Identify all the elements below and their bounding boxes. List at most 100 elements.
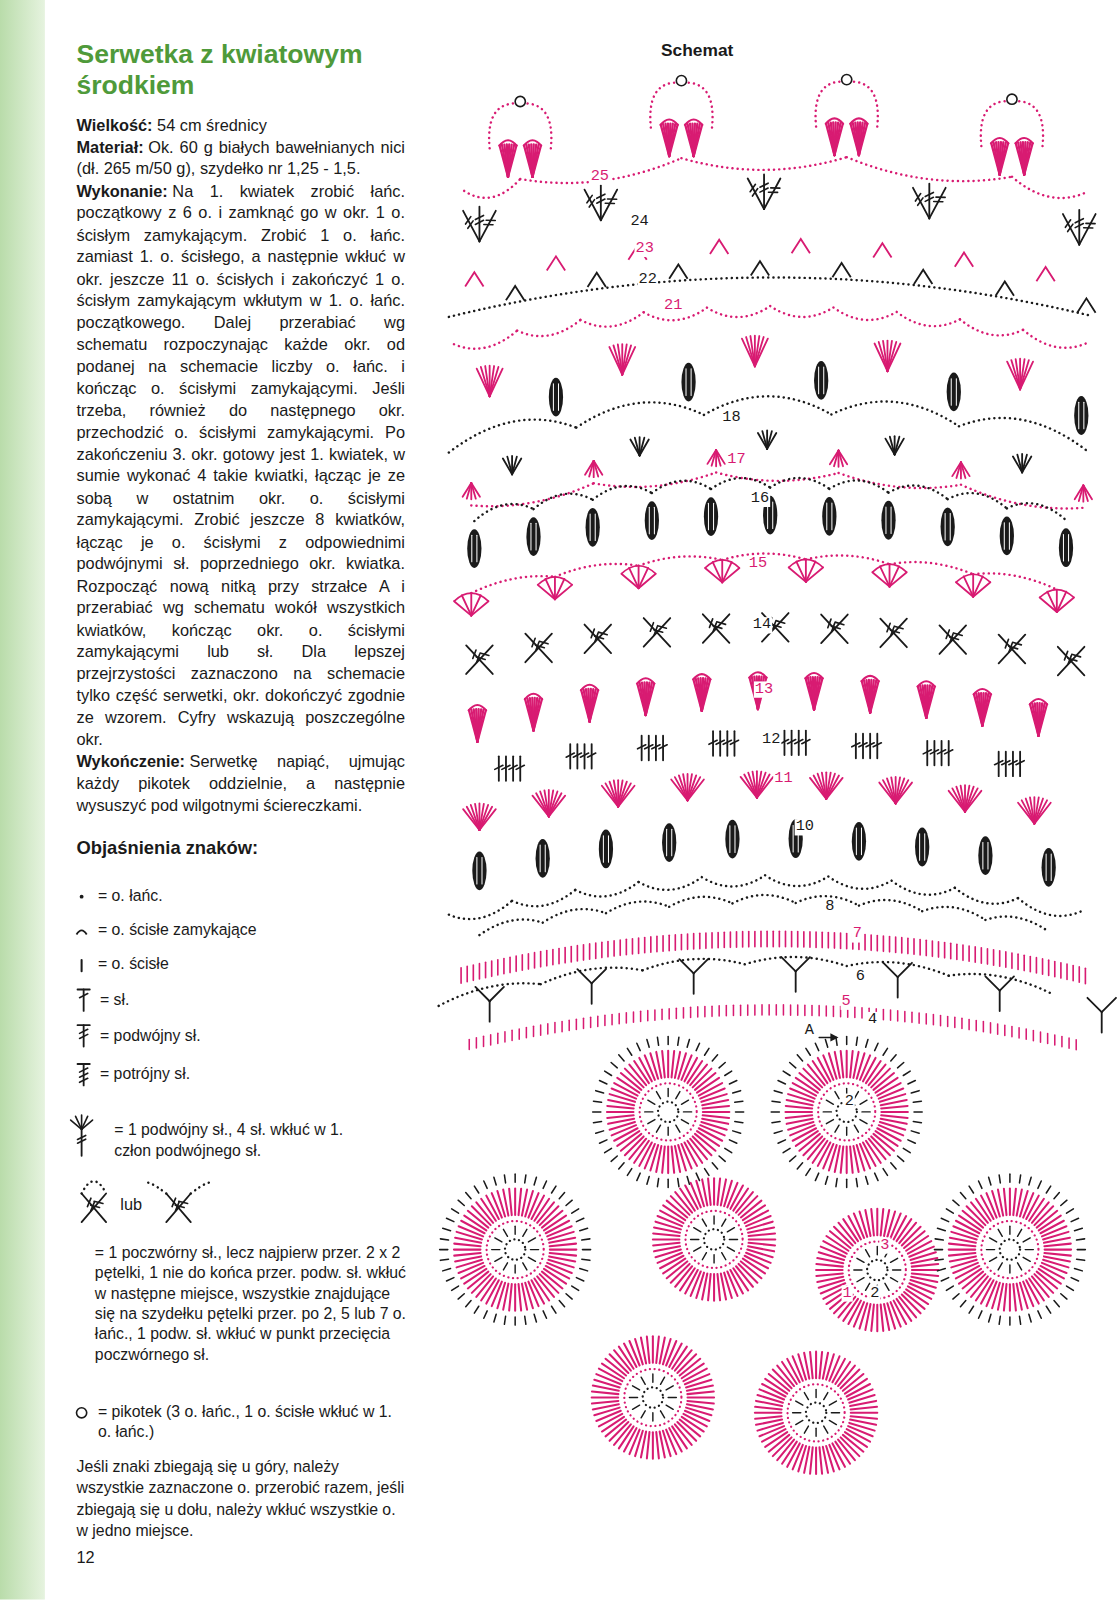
tulip-top	[917, 681, 935, 687]
flower-petal	[748, 1227, 774, 1232]
stitch-line	[583, 1018, 585, 1028]
legend-text: = 1 podwójny sł., 4 sł. wkłuć w 1. człon…	[114, 1120, 379, 1161]
stitch-line	[1042, 959, 1044, 974]
stitch-line	[904, 1011, 906, 1021]
stitch-bar	[595, 633, 598, 642]
stitch-bar	[605, 202, 614, 204]
bobble	[1042, 848, 1056, 887]
flower-tick	[866, 1177, 868, 1185]
flower-petal	[713, 1274, 715, 1301]
dc-symbol	[78, 1063, 90, 1065]
bobble-line	[1083, 402, 1084, 429]
flower-petal	[949, 1253, 975, 1256]
connector-word: lub	[120, 1195, 142, 1215]
chain-dots	[1007, 503, 1066, 520]
flower-petal	[662, 1146, 665, 1172]
fan-stitch	[1016, 359, 1020, 389]
stitch-bar	[484, 224, 493, 226]
slip-symbol	[77, 930, 87, 934]
flower-tick	[772, 1121, 780, 1122]
flower-tick	[725, 1071, 732, 1075]
flower-tick	[806, 1169, 810, 1176]
flower-tick	[678, 1037, 679, 1045]
chain-dots	[489, 104, 513, 149]
round-number: 12	[761, 731, 781, 747]
flower-petal	[550, 1244, 576, 1247]
fan-stitch	[1038, 704, 1046, 736]
chain-dots	[474, 504, 533, 521]
stitch-line	[490, 987, 504, 1001]
flower-tick	[790, 1156, 796, 1161]
flower-petal	[986, 1193, 996, 1218]
round-number: 21	[663, 298, 683, 314]
stitch-line	[766, 931, 768, 946]
flower-petal	[703, 1115, 729, 1118]
chain-dots	[892, 881, 955, 895]
flower-tick	[1046, 1186, 1050, 1193]
flower-tick	[854, 1125, 858, 1132]
stitch-line	[974, 947, 976, 962]
chain-dots	[949, 974, 1051, 993]
bobble-line	[1009, 523, 1010, 550]
stitch-line	[547, 1024, 549, 1034]
flower-tick	[898, 1062, 904, 1067]
stitch-line	[590, 1017, 592, 1027]
note: Jeśli znaki zbiegają się u góry, należy …	[77, 1456, 405, 1542]
flower-tick	[989, 1177, 991, 1185]
stitch-bar	[91, 1202, 95, 1210]
flower-petal	[891, 1302, 901, 1327]
flower-tick	[712, 1055, 717, 1061]
flower-tick	[719, 1062, 725, 1067]
round-number: 22	[638, 271, 658, 287]
peak-stitch	[1077, 298, 1095, 312]
chain-dots	[828, 876, 891, 888]
chain-dots	[593, 486, 652, 500]
flower-petal	[645, 1055, 655, 1080]
stitch-line	[932, 941, 934, 956]
legend-text: = potrójny sł.	[100, 1064, 396, 1084]
flower-tick	[883, 1169, 887, 1176]
flower-petal	[755, 1407, 781, 1410]
stitch-line	[693, 934, 695, 949]
flower-petal	[881, 1209, 884, 1235]
stitch-line	[515, 956, 517, 971]
stitch-line	[717, 932, 719, 947]
stitch-line	[473, 965, 475, 980]
flower-petal	[823, 1055, 833, 1080]
fan-stitch	[880, 566, 889, 586]
flower-tick	[534, 1177, 536, 1185]
flower-petal	[816, 1264, 842, 1267]
fan-stitch	[1083, 485, 1092, 499]
stitch-bar	[608, 198, 617, 200]
flower-petal	[849, 1423, 874, 1431]
flower-tick	[891, 1055, 896, 1061]
flower-petal	[1020, 1191, 1028, 1216]
flower-petal	[786, 1106, 812, 1109]
stitch-line	[479, 964, 481, 979]
stitch-line	[1023, 955, 1025, 970]
flower-centre	[867, 1260, 887, 1280]
stitch-bar	[78, 1135, 86, 1139]
legend-text: = o. łańc.	[98, 885, 394, 905]
stitch-line	[897, 1011, 899, 1021]
chain-dots	[534, 494, 593, 509]
stitch-line	[790, 1005, 792, 1015]
flower-petal	[1044, 1244, 1070, 1247]
flower-petal	[951, 1232, 976, 1240]
chain-dots	[839, 473, 961, 488]
chain-dots	[606, 902, 669, 914]
stitch-line	[748, 932, 750, 947]
flower-petal	[912, 1269, 939, 1271]
chain-dots	[191, 1182, 213, 1193]
flower-tick	[528, 1238, 535, 1242]
flower-centre	[806, 1403, 826, 1423]
flower-tick	[596, 1131, 604, 1133]
flower-petal	[998, 1190, 1003, 1216]
flower-petal	[819, 1352, 822, 1378]
stitch-bar	[473, 650, 476, 659]
flower-tick	[503, 1229, 507, 1236]
bobble-line	[885, 507, 886, 534]
stitch-line	[511, 1030, 513, 1040]
flower-petal	[593, 1404, 619, 1409]
flower-tick	[990, 1257, 997, 1261]
